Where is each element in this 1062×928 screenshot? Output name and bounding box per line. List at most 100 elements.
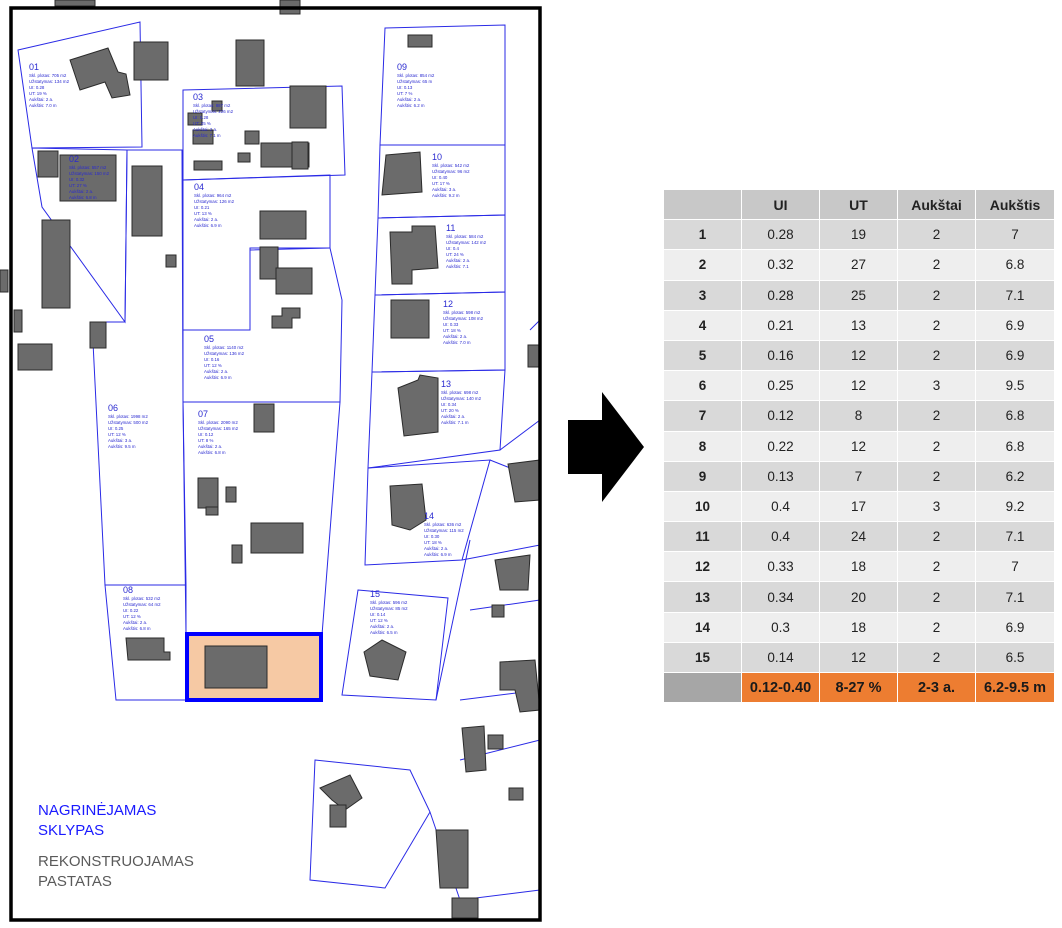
plot-number-label: 11: [446, 223, 455, 233]
building: [508, 787, 524, 801]
plot-number-label: 08: [123, 585, 133, 595]
table-cell: 6.8: [976, 250, 1054, 280]
table-cell: 6.2: [976, 461, 1054, 491]
building: [187, 112, 203, 126]
plot-info-line: Skl. plotas: 705 m2: [29, 73, 67, 78]
plot-number-label: 03: [193, 92, 203, 102]
table-row-id: 14: [664, 612, 741, 642]
building: [329, 804, 347, 828]
plot-info-line: Skl. plotas: 532 m2: [123, 596, 161, 601]
plot-info-line: UI: 0.25: [108, 426, 124, 431]
plot-info-line: Aukštis: 6.2 m: [397, 103, 425, 108]
building: [507, 459, 541, 503]
plot-info-line: Aukštis: 6.5 m: [370, 630, 398, 635]
plot-info-line: UT: 20 %: [441, 408, 459, 413]
building: [389, 483, 427, 531]
building: [461, 725, 487, 773]
plot-info-line: UT: 17 %: [432, 181, 450, 186]
plot-info-line: Užstatymas: 142 m2: [446, 240, 487, 245]
table-summary-cell: 0.12-0.40: [742, 673, 819, 703]
plot-info-line: Aukštis: 7.1 m: [193, 133, 221, 138]
plot-info-line: Aukštai: 2 a.: [424, 546, 448, 551]
plot-info-line: Užstatymas: 126 m2: [194, 199, 235, 204]
plot-info-line: Aukštai: 2 a.: [123, 620, 147, 625]
plot-info-line: UT: 7 %: [397, 91, 412, 96]
building: [271, 307, 301, 329]
table-cell: 20: [820, 582, 897, 612]
plot-info-line: Užstatymas: 115 m2: [424, 528, 464, 533]
map-frame: [9, 6, 542, 922]
table-cell: 12: [820, 431, 897, 461]
plot-info-line: UT: 19 %: [29, 91, 47, 96]
table-header-row: UI UT Aukštai Aukštis: [664, 190, 1054, 220]
plot-info-line: Aukštai: 2 a.: [198, 444, 222, 449]
table-cell: 6.5: [976, 642, 1054, 672]
building: [225, 486, 237, 503]
building: [319, 774, 363, 811]
table-cell: 2: [898, 612, 975, 642]
plot-outline-extra: [499, 419, 541, 451]
table-row-id: 2: [664, 250, 741, 280]
plot-info-line: Aukštis: 7.0 m: [443, 340, 471, 345]
table-summary-cell: 6.2-9.5 m: [976, 673, 1054, 703]
plot-info-line: Skl. plotas: 2090 m2: [198, 420, 238, 425]
building: [59, 154, 117, 202]
plot-info-line: UI: 0.4: [446, 246, 459, 251]
table-row-id: 13: [664, 582, 741, 612]
table-cell: 12: [820, 642, 897, 672]
building: [259, 246, 279, 280]
table-cell: 12: [820, 371, 897, 401]
building: [193, 160, 223, 171]
table-cell: 18: [820, 552, 897, 582]
plot-outline-03: [182, 85, 346, 181]
plot-info-line: UI: 0.30: [424, 534, 440, 539]
plot-info-line: Aukštis: 7.1: [446, 264, 469, 269]
plot-info-line: UI: 0.14: [370, 612, 386, 617]
plot-info-line: Aukštis: 6.9 m: [204, 375, 232, 380]
legend-plot-line2: SKLYPAS: [38, 822, 104, 839]
plot-info-line: Aukštai: 3 a.: [108, 438, 132, 443]
plot-number-label: 15: [370, 589, 380, 599]
plot-info-line: UT: 12 %: [370, 618, 388, 623]
building: [69, 47, 131, 99]
table-cell: 0.32: [742, 250, 819, 280]
table-cell: 0.3: [742, 612, 819, 642]
building: [89, 321, 107, 349]
table-row-id: 15: [664, 642, 741, 672]
building: [133, 41, 169, 81]
table-cell: 18: [820, 612, 897, 642]
plot-info-line: Aukštis: 9.2 m: [432, 193, 460, 198]
right-arrow-icon: [568, 392, 644, 502]
plot-info-line: UT: 12 %: [108, 432, 126, 437]
building: [389, 225, 439, 285]
plot-number-label: 12: [443, 299, 453, 309]
plot-number-label: 07: [198, 409, 208, 419]
table-row-id: 6: [664, 371, 741, 401]
plot-info-line: UI: 0.32: [69, 177, 85, 182]
buildings: [13, 34, 541, 919]
plot-info-line: Aukštis: 9.5 m: [108, 444, 136, 449]
plot-number-label: 05: [204, 334, 214, 344]
table-cell: 0.25: [742, 371, 819, 401]
table-cell: 6.9: [976, 310, 1054, 340]
plot-info-line: Skl. plotas: 596 m2: [370, 600, 408, 605]
plot-info-line: UT: 8 %: [198, 438, 213, 443]
building: [390, 299, 430, 339]
plot-info-line: Aukštai: 3 a.: [432, 187, 456, 192]
plot-outline-extra: [461, 544, 541, 561]
table-cell: 8: [820, 401, 897, 431]
plot-info-line: Aukštai: 2 a.: [204, 369, 228, 374]
table-header-cell: Aukštai: [898, 190, 975, 220]
plot-outline-extra: [469, 599, 541, 611]
plot-info-line: Užstatymas: 500 m2: [108, 420, 149, 425]
building: [499, 659, 541, 713]
building: [250, 522, 304, 554]
table-cell: 0.16: [742, 340, 819, 371]
table-cell: 0.28: [742, 220, 819, 250]
plot-info-line: Aukštis: 6.8 m: [198, 450, 226, 455]
plot-info-line: Skl. plotas: 598 m2: [443, 310, 481, 315]
building: [491, 604, 505, 618]
